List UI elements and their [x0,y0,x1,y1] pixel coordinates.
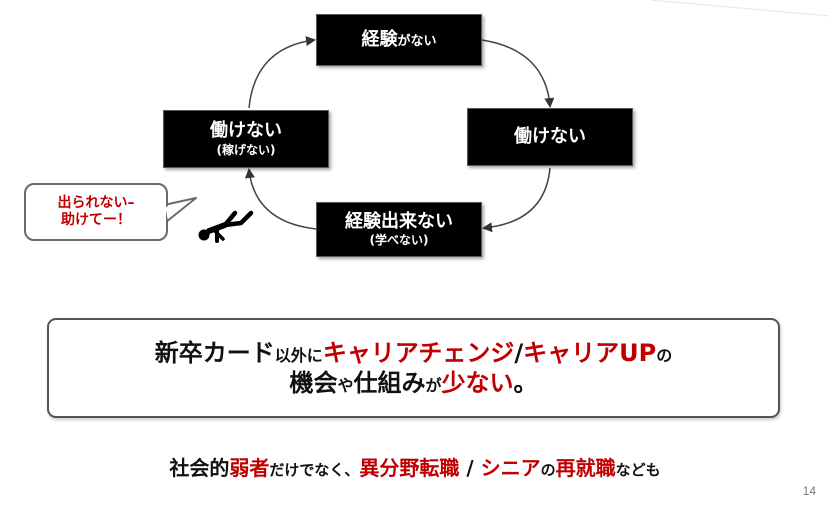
cycle-box-cannot-work-earn: 働けない (稼げない) [163,110,329,168]
cycle-box-cannot-work-earn-label: 働けない [210,120,282,142]
speech-bubble-tail [163,197,197,223]
cycle-box-cannot-work: 働けない [467,108,633,166]
cycle-arrows [244,36,555,233]
cycle-box-cannot-work-label: 働けない [514,125,586,147]
cycle-box-no-experience-label: 経験がない [361,28,437,50]
fallen-person-icon [198,210,254,243]
speech-bubble: 出られない– 助けてー！ [24,183,168,241]
arrow-left-to-top [248,36,316,109]
arrow-top-to-right [481,39,555,108]
bottom-summary: 社会的弱者だけでなく、異分野転職 / シニアの再就職なども [169,456,661,480]
top-edge-decoration [649,0,830,17]
arrow-bottom-to-left [244,168,317,230]
banner-line-2: 機会や仕組みが少ない。 [289,369,538,397]
cycle-box-no-experience: 経験がない [316,14,482,66]
message-banner: 新卒カード以外にキャリアチェンジ/キャリアUPの 機会や仕組みが少ない。 [47,318,780,418]
page-number: 14 [802,484,816,498]
banner-line-1: 新卒カード以外にキャリアチェンジ/キャリアUPの [154,339,673,367]
cycle-box-cannot-work-earn-sub: (稼げない) [216,142,276,157]
speech-bubble-line-1: 出られない– [57,194,135,211]
cycle-box-cannot-gain-experience-label: 経験出来ない [345,210,453,232]
cycle-box-cannot-gain-experience: 経験出来ない (学べない) [316,202,482,257]
cycle-box-cannot-gain-experience-sub: (学べない) [369,233,429,248]
speech-bubble-line-2: 助けてー！ [61,212,131,228]
arrow-right-to-bottom [482,167,551,233]
